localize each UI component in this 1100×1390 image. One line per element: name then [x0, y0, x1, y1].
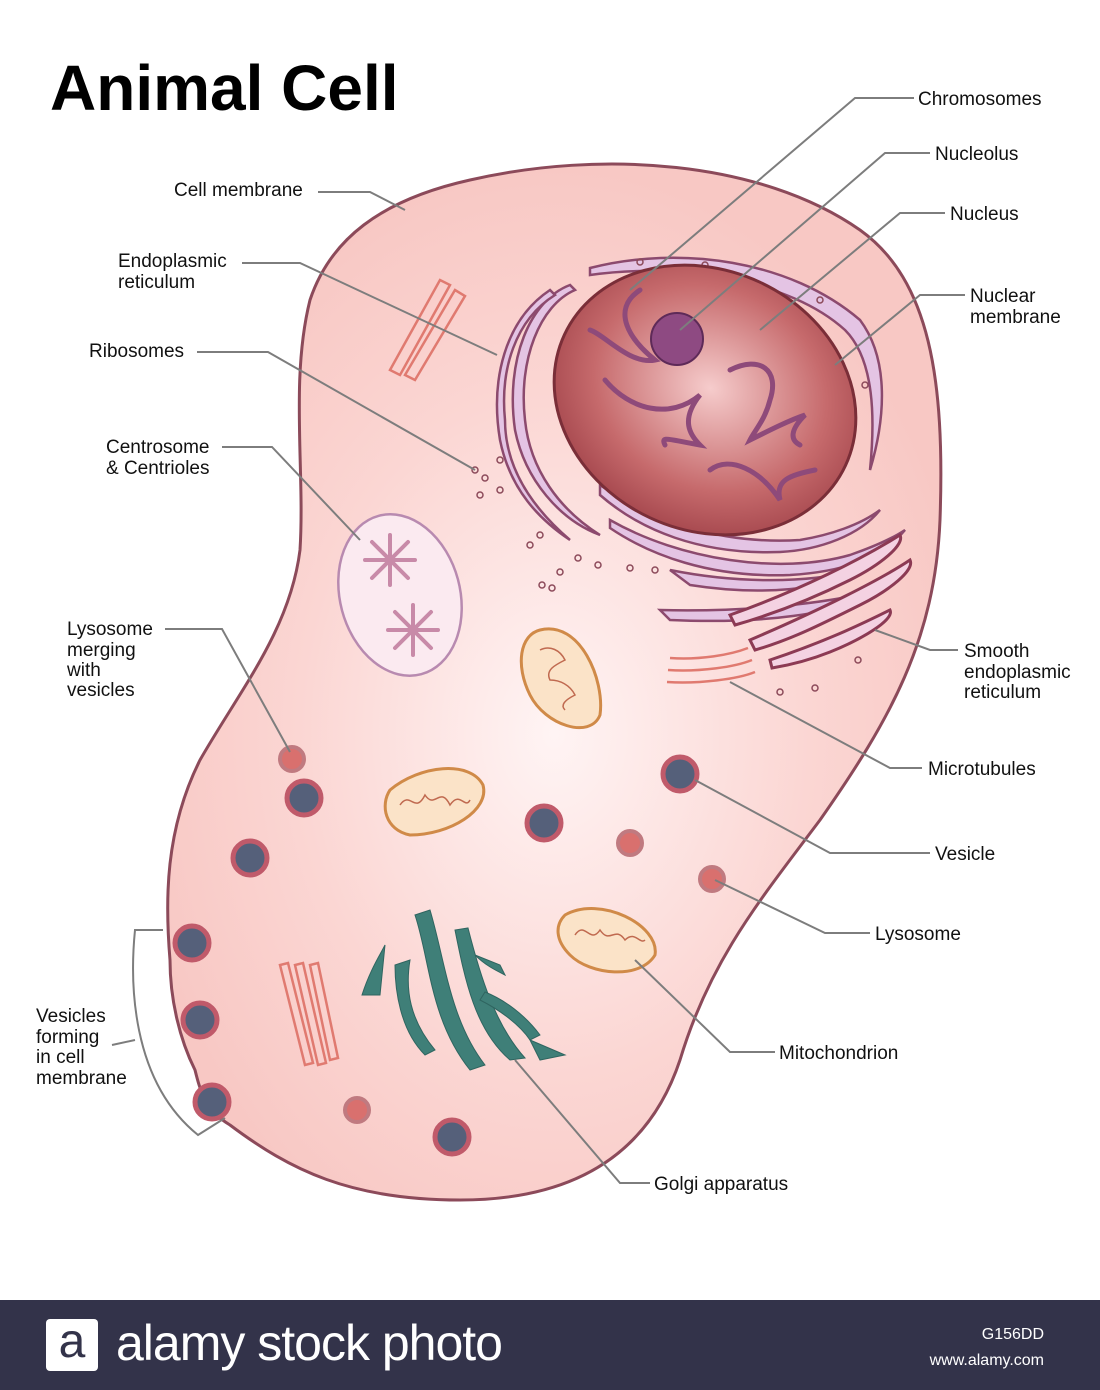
smooth-endoplasmic-reticulum	[727, 532, 913, 670]
page-title: Animal Cell	[50, 52, 399, 124]
site-url: www.alamy.com	[929, 1352, 1044, 1369]
label-ribosomes: Ribosomes	[89, 341, 184, 362]
label-lysosome-merging: Lysosome merging with vesicles	[66, 619, 158, 701]
label-golgi-apparatus: Golgi apparatus	[654, 1174, 788, 1195]
golgi-apparatus	[361, 909, 567, 1071]
label-smooth-er: Smooth endoplasmic reticulum	[964, 641, 1076, 703]
ribosome-dots	[471, 258, 869, 696]
centrosome	[337, 513, 463, 677]
label-nuclear-membrane: Nuclear membrane	[970, 286, 1061, 328]
label-microtubules: Microtubules	[928, 759, 1036, 780]
chromosomes	[587, 287, 818, 502]
label-vesicle: Vesicle	[935, 844, 995, 865]
label-nucleus: Nucleus	[950, 204, 1019, 225]
nucleolus	[650, 312, 704, 366]
label-vesicles-forming: Vesicles forming in cell membrane	[36, 1006, 127, 1089]
animal-cell-diagram: Animal Cell	[36, 52, 1076, 1202]
mitochondria	[383, 627, 657, 974]
lysosomes	[278, 745, 726, 1124]
microtubules	[278, 278, 756, 1067]
label-centrosome: Centrosome & Centrioles	[106, 437, 215, 479]
mitochondria-cristae	[399, 647, 646, 942]
brand-text: alamy stock photo	[116, 1315, 503, 1371]
label-chromosomes: Chromosomes	[918, 89, 1042, 110]
vesicles	[172, 754, 700, 1157]
label-cell-membrane: Cell membrane	[174, 180, 303, 201]
label-lysosome: Lysosome	[875, 924, 961, 945]
watermark-footer: a alamy stock photo G156DD www.alamy.com	[0, 1300, 1100, 1390]
leader-lines	[111, 97, 965, 1184]
image-code: G156DD	[981, 1326, 1044, 1343]
label-endoplasmic-reticulum: Endoplasmic reticulum	[118, 251, 232, 293]
label-nucleolus: Nucleolus	[935, 144, 1018, 165]
alamy-logo: a	[46, 1318, 98, 1371]
label-mitochondrion: Mitochondrion	[779, 1043, 898, 1064]
